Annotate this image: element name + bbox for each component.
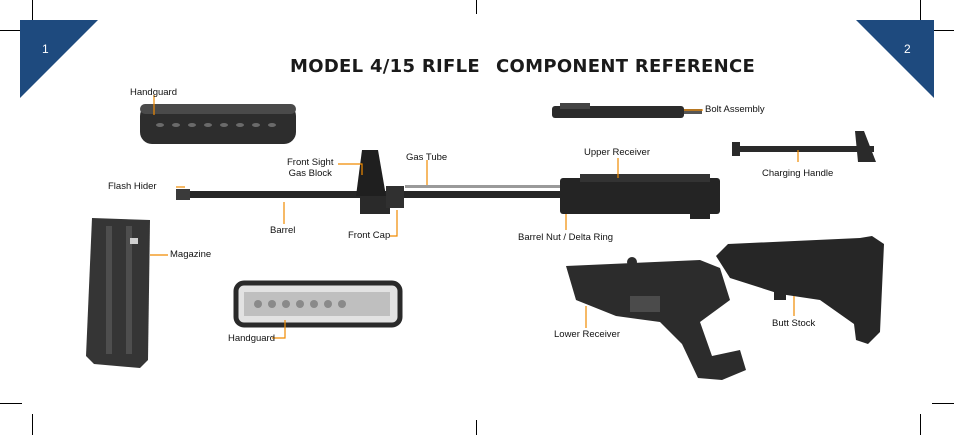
bolt-assembly-part <box>552 103 702 118</box>
crop-mark <box>920 414 921 435</box>
left-corner-tab <box>20 20 98 98</box>
label-front-sight: Front Sight Gas Block <box>287 157 333 179</box>
right-corner-tab <box>856 20 934 98</box>
crop-mark <box>0 30 22 31</box>
label-butt-stock: Butt Stock <box>772 318 816 329</box>
label-bolt-assembly: Bolt Assembly <box>705 104 765 115</box>
label-gas-tube: Gas Tube <box>406 152 448 163</box>
crop-mark <box>932 30 954 31</box>
label-handguard-top: Handguard <box>130 87 178 98</box>
left-page-number: 1 <box>42 42 49 56</box>
lower-receiver-part <box>566 257 746 380</box>
label-magazine: Magazine <box>170 249 212 260</box>
handguard-top-part <box>140 104 296 144</box>
handguard-bottom-part <box>233 280 403 328</box>
label-handguard-bottom: Handguard <box>228 333 276 344</box>
label-front-sight-line1: Front Sight <box>287 157 334 168</box>
butt-stock-part <box>716 236 884 344</box>
barrel-assembly-part <box>176 150 720 219</box>
label-front-sight-line2: Gas Block <box>288 168 332 179</box>
title-model: MODEL 4/15 RIFLE <box>290 56 481 77</box>
magazine-part <box>86 218 150 368</box>
title-reference: COMPONENT REFERENCE <box>496 56 756 77</box>
right-page-number: 2 <box>904 42 911 56</box>
label-charging-handle: Charging Handle <box>762 168 834 179</box>
label-front-cap: Front Cap <box>348 230 391 241</box>
crop-mark <box>0 403 22 404</box>
label-barrel: Barrel <box>270 225 296 236</box>
crop-mark <box>32 414 33 435</box>
label-upper-receiver: Upper Receiver <box>584 147 650 158</box>
label-flash-hider: Flash Hider <box>108 181 157 192</box>
crop-mark <box>476 0 477 14</box>
label-lower-receiver: Lower Receiver <box>554 329 620 340</box>
crop-mark <box>476 420 477 435</box>
crop-mark <box>32 0 33 20</box>
leader-lines <box>150 95 799 339</box>
label-barrel-nut: Barrel Nut / Delta Ring <box>518 232 614 243</box>
charging-handle-part <box>732 131 876 162</box>
crop-mark <box>920 0 921 20</box>
crop-mark <box>932 403 954 404</box>
